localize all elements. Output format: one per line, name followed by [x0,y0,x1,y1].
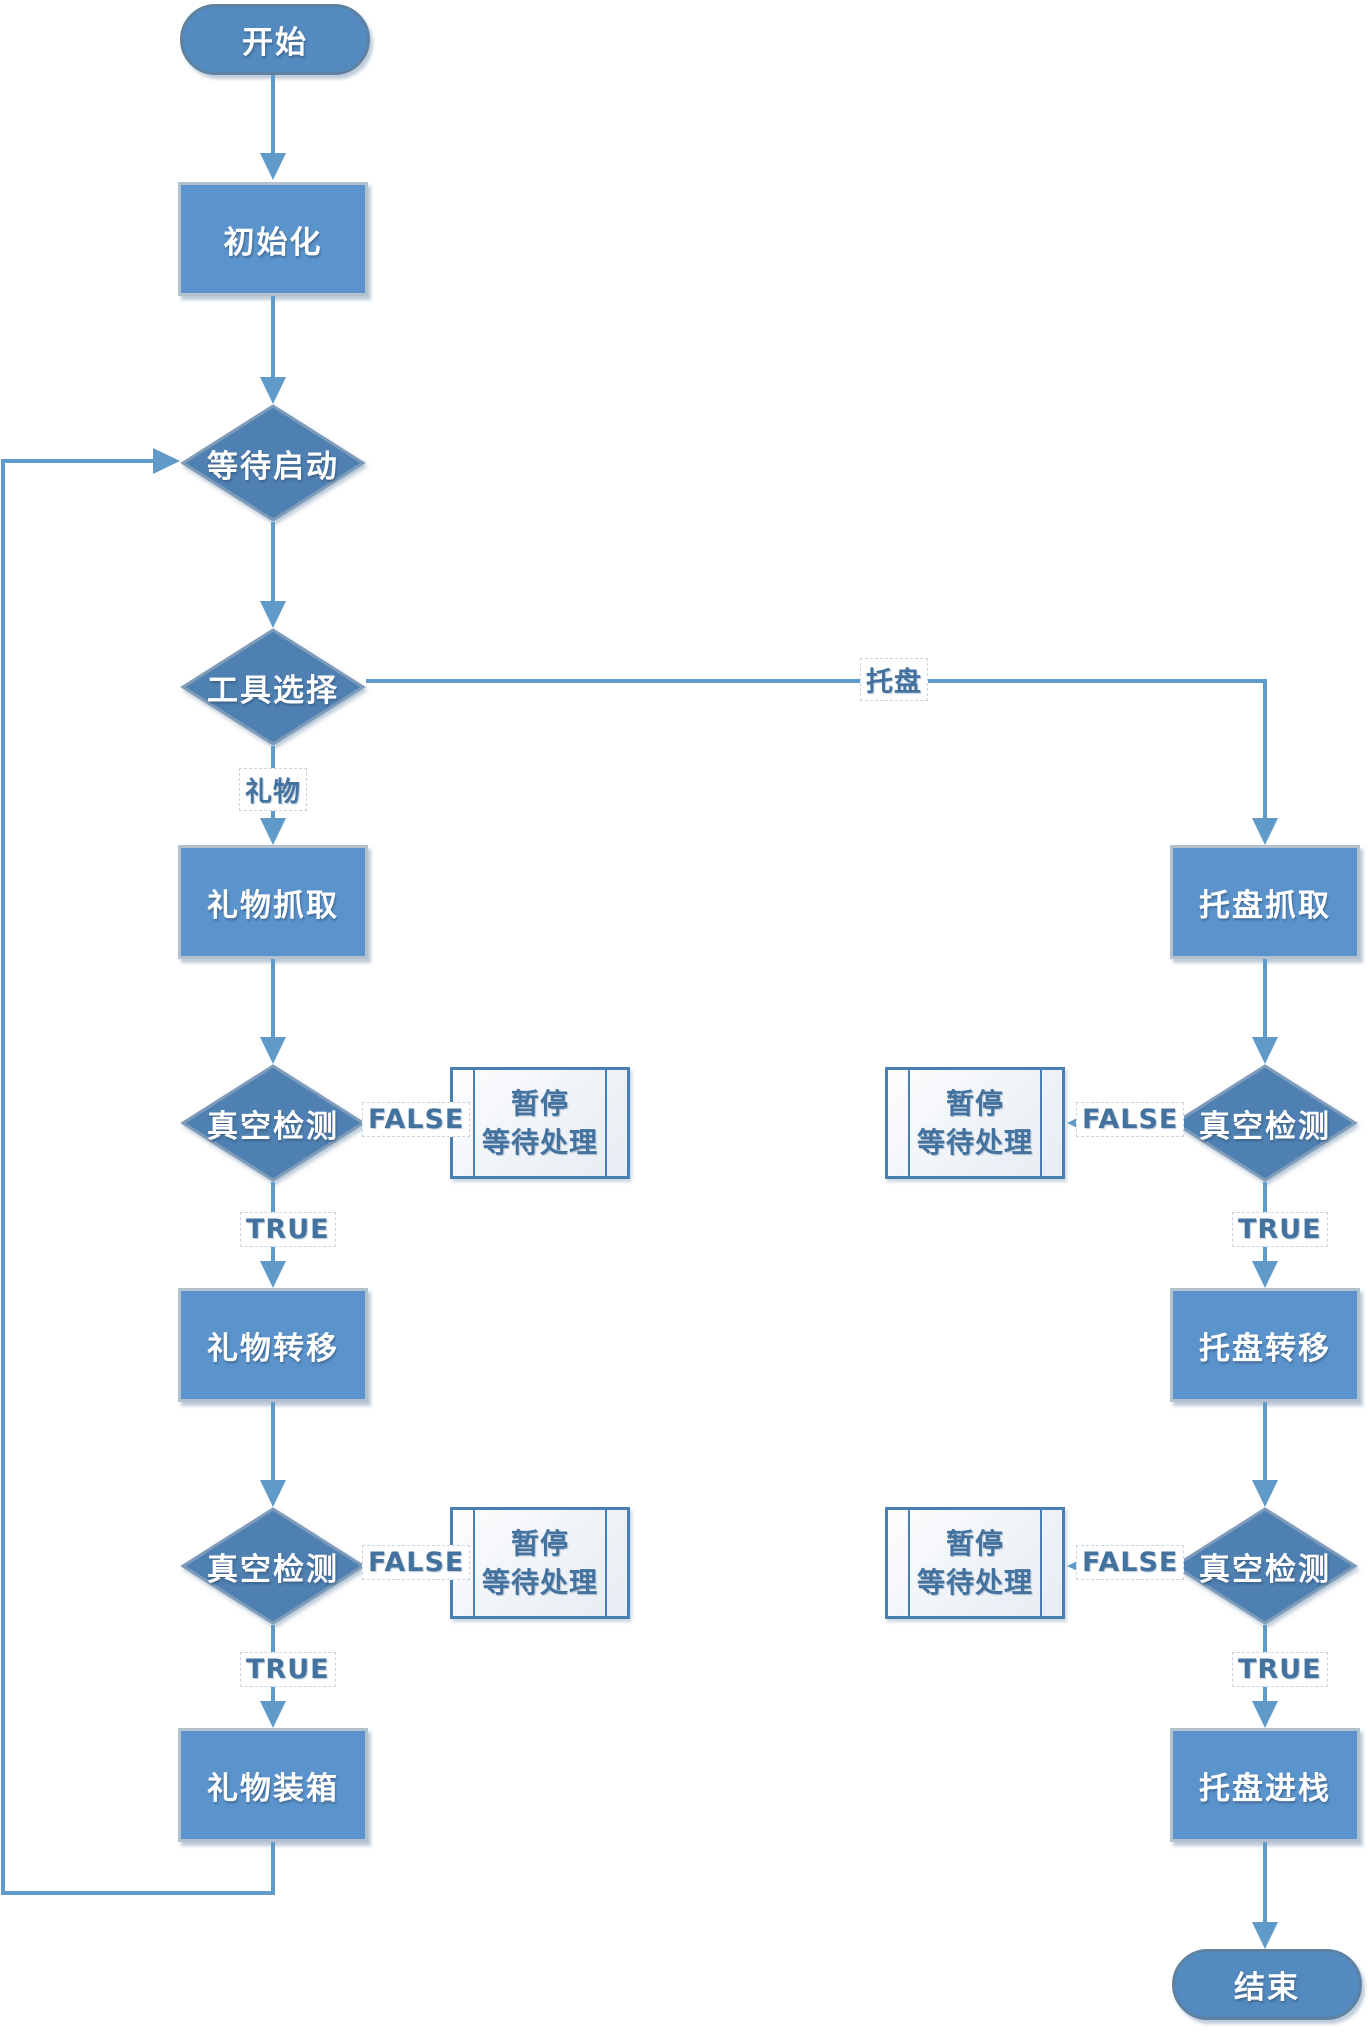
connector-line [366,679,1267,683]
edge-label-false: FALSE [1076,1545,1185,1580]
decision-diamond-shape [180,404,366,522]
node-gift-boxing: 礼物装箱 [178,1728,368,1842]
arrowhead-down-icon [260,1480,286,1507]
pause-label-line2: 等待处理 [916,1126,1033,1159]
node-end: 结束 [1172,1949,1362,2020]
node-tool-select: 工具选择 [180,628,366,746]
arrowhead-down-icon [260,153,286,180]
pause-label-line1: 暂停 [510,1526,569,1560]
node-init: 初始化 [178,182,368,296]
edge-label-true: TRUE [240,1652,336,1687]
node-wait-start-label: 等待启动 [207,448,339,485]
node-gift-vacuum-check-1: 真空检测 [180,1064,366,1182]
node-gift-grab-label: 礼物抓取 [207,887,339,924]
node-gift-vacuum-check-2-label: 真空检测 [207,1551,339,1588]
node-end-label: 结束 [1234,1970,1300,2006]
node-tray-stack: 托盘进栈 [1170,1728,1360,1842]
arrowhead-down-icon [1252,818,1278,845]
edge-label-gift-branch: 礼物 [239,768,307,811]
connector-line [1,459,153,463]
decision-diamond-shape [1172,1507,1358,1625]
arrowhead-down-icon [260,1701,286,1728]
connector-line [1263,1402,1267,1480]
decision-diamond-shape [1172,1064,1358,1182]
pause-label-line1: 暂停 [945,1086,1004,1120]
pause-label-line1: 暂停 [510,1086,569,1120]
node-tray-vacuum-check-2: 真空检测 [1172,1507,1358,1625]
node-gift-pause-1: 暂停 等待处理 [450,1067,630,1179]
node-tray-stack-label: 托盘进栈 [1199,1770,1331,1807]
arrowhead-down-icon [1252,1037,1278,1064]
node-tray-transfer-label: 托盘转移 [1199,1330,1331,1367]
node-tray-pause-1: 暂停 等待处理 [885,1067,1065,1179]
node-start: 开始 [180,4,370,75]
arrowhead-down-icon [260,818,286,845]
node-gift-grab: 礼物抓取 [178,845,368,959]
arrowhead-down-icon [1252,1701,1278,1728]
connector-line [1263,959,1267,1037]
arrowhead-down-icon [260,1261,286,1288]
arrowhead-right-icon [153,448,180,474]
connector-line [1263,679,1267,818]
node-tray-transfer: 托盘转移 [1170,1288,1360,1402]
node-gift-pause-2: 暂停 等待处理 [450,1507,630,1619]
edge-label-true: TRUE [240,1212,336,1247]
pause-label-line1: 暂停 [945,1526,1004,1560]
pause-label-line2: 等待处理 [481,1566,598,1599]
connector-line [271,296,275,378]
connector-line [271,1402,275,1480]
node-init-label: 初始化 [223,224,323,261]
node-tray-pause-2: 暂停 等待处理 [885,1507,1065,1619]
connector-line [271,522,275,601]
connector-line [1,1891,273,1895]
connector-line [271,75,275,154]
edge-label-false: FALSE [362,1102,471,1137]
edge-label-true: TRUE [1232,1212,1328,1247]
edge-label-false: FALSE [362,1545,471,1580]
decision-diamond-shape [180,1064,366,1182]
connector-line [1,461,5,1895]
node-start-label: 开始 [242,25,308,61]
node-gift-boxing-label: 礼物装箱 [207,1770,339,1807]
node-gift-vacuum-check-1-label: 真空检测 [207,1108,339,1145]
connector-line [271,959,275,1037]
arrowhead-down-icon [1252,1261,1278,1288]
node-tray-vacuum-check-1: 真空检测 [1172,1064,1358,1182]
arrowhead-down-icon [260,601,286,628]
node-tray-grab: 托盘抓取 [1170,845,1360,959]
edge-label-true: TRUE [1232,1652,1328,1687]
decision-diamond-shape [180,628,366,746]
arrowhead-down-icon [1252,1922,1278,1949]
arrowhead-down-icon [1252,1480,1278,1507]
edge-label-tray-branch: 托盘 [860,658,928,701]
arrowhead-down-icon [260,1037,286,1064]
node-tray-vacuum-check-1-label: 真空检测 [1199,1108,1331,1145]
connector-line [1263,1842,1267,1922]
pause-label-line2: 等待处理 [481,1126,598,1159]
edge-label-false: FALSE [1076,1102,1185,1137]
node-tray-grab-label: 托盘抓取 [1199,887,1331,924]
node-gift-transfer-label: 礼物转移 [207,1330,339,1367]
connector-line [271,1842,275,1895]
decision-diamond-shape [180,1507,366,1625]
node-gift-transfer: 礼物转移 [178,1288,368,1402]
node-tray-vacuum-check-2-label: 真空检测 [1199,1551,1331,1588]
node-tool-select-label: 工具选择 [207,672,339,709]
node-wait-start: 等待启动 [180,404,366,522]
arrowhead-down-icon [260,377,286,404]
node-gift-vacuum-check-2: 真空检测 [180,1507,366,1625]
pause-label-line2: 等待处理 [916,1566,1033,1599]
